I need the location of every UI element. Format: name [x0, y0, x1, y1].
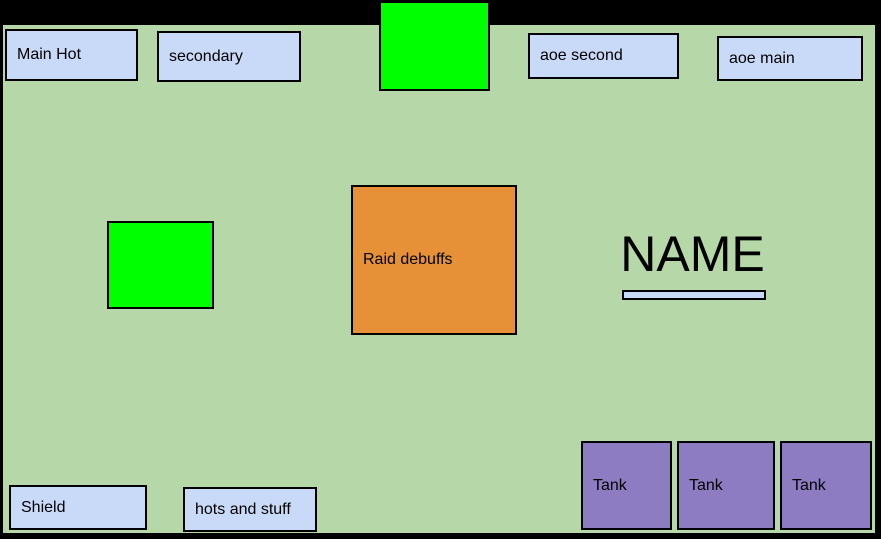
green-square-left — [107, 221, 214, 309]
name-label: NAME — [620, 226, 765, 282]
tank-label: Tank — [689, 476, 723, 494]
name-bar — [622, 290, 766, 300]
aoe-second-label: aoe second — [540, 47, 623, 64]
aoe-main-label: aoe main — [729, 49, 795, 67]
secondary-label: secondary — [169, 47, 243, 65]
tank-label: Tank — [593, 476, 627, 494]
green-square-top — [379, 1, 490, 91]
main-hot-box: Main Hot — [5, 29, 138, 81]
tank-box: Tank — [677, 441, 775, 530]
aoe-main-box: aoe main — [717, 36, 863, 81]
raid-debuffs-box: Raid debuffs — [351, 185, 517, 335]
raid-debuffs-label: Raid debuffs — [363, 251, 453, 268]
aoe-second-box: aoe second — [528, 33, 679, 79]
tank-box: Tank — [780, 441, 872, 530]
main-hot-label: Main Hot — [17, 46, 82, 63]
hots-and-stuff-label: hots and stuff — [195, 500, 291, 518]
hots-and-stuff-box: hots and stuff — [183, 487, 317, 532]
tank-box: Tank — [581, 441, 672, 530]
tank-label: Tank — [792, 476, 826, 494]
shield-box: Shield — [9, 485, 147, 530]
shield-label: Shield — [21, 498, 66, 516]
secondary-box: secondary — [157, 31, 301, 82]
